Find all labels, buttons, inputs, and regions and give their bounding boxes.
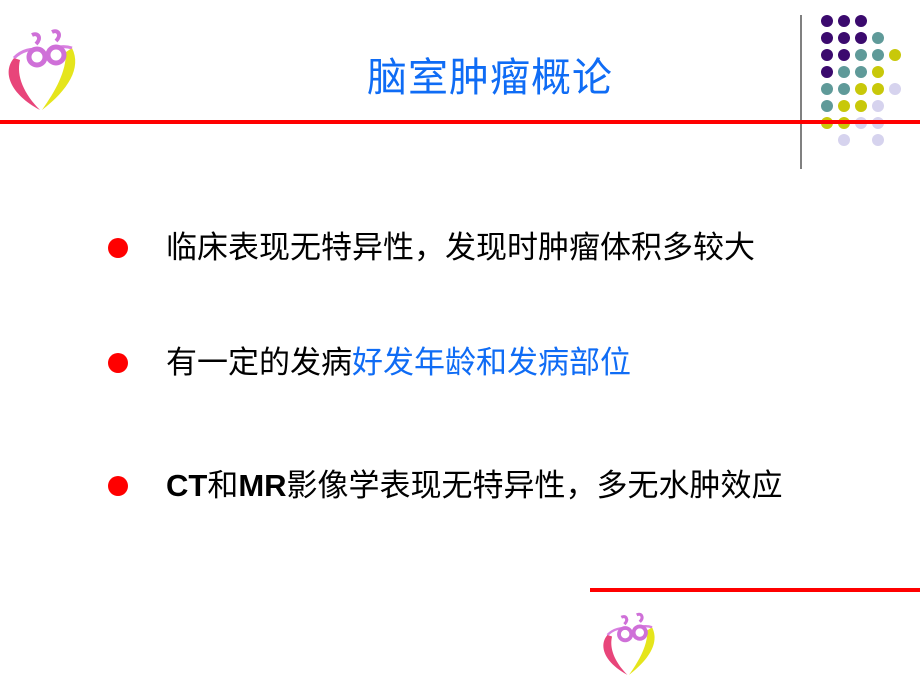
bullet-dot-icon (108, 238, 128, 258)
bullet-item-1: 临床表现无特异性，发现时肿瘤体积多较大 (108, 228, 755, 268)
heart-logo-icon (8, 29, 76, 110)
bullet-dot-icon (108, 353, 128, 373)
bullet-item-3: CT和MR影像学表现无特异性，多无水肿效应 (108, 466, 783, 506)
bullet-text: CT和MR影像学表现无特异性，多无水肿效应 (166, 466, 783, 506)
bullet-text-mr: MR (238, 468, 287, 503)
bottom-rule (590, 588, 920, 592)
bullet-text: 有一定的发病好发年龄和发病部位 (166, 343, 631, 383)
bullet-text-and: 和 (207, 468, 239, 504)
vertical-divider (800, 15, 802, 169)
bullet-text-highlight: 好发年龄和发病部位 (352, 345, 631, 381)
heart-logo-icon (603, 612, 655, 675)
bullet-text-rest: 影像学表现无特异性，多无水肿效应 (286, 468, 783, 504)
top-rule-overlay (0, 120, 920, 124)
slide-title: 脑室肿瘤概论 (367, 55, 613, 101)
bullet-dot-icon (108, 476, 128, 496)
bullet-text-ct: CT (166, 468, 208, 503)
bullet-text-plain: 有一定的发病 (166, 345, 352, 381)
bullet-item-2: 有一定的发病好发年龄和发病部位 (108, 343, 631, 383)
bullet-text: 临床表现无特异性，发现时肿瘤体积多较大 (166, 230, 755, 266)
